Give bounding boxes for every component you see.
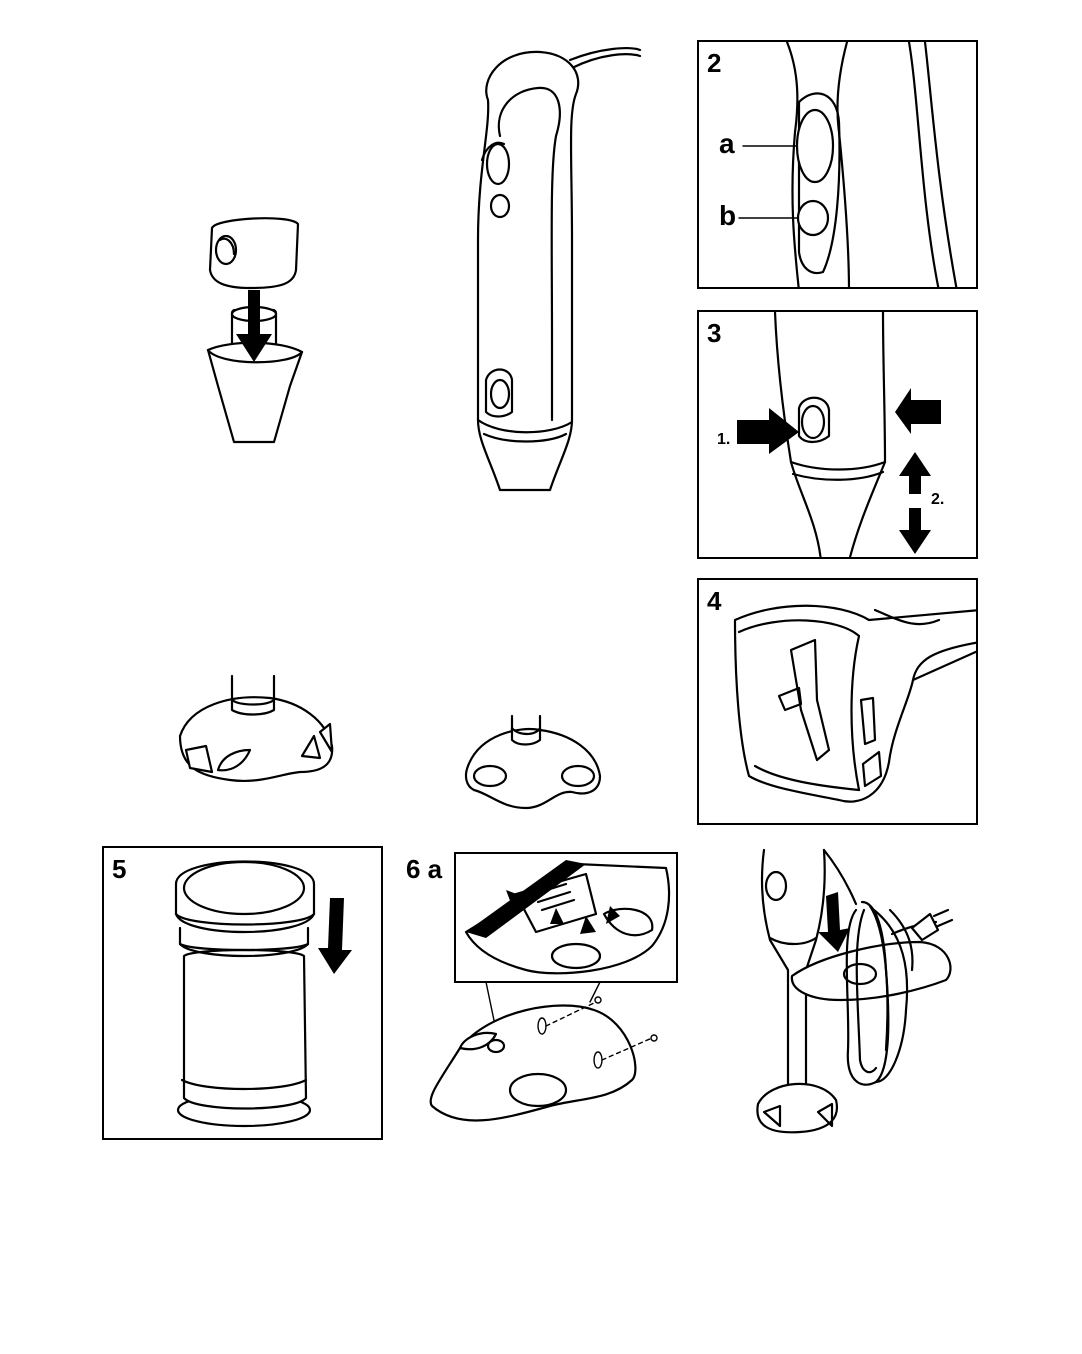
panel-5-number: 5 — [112, 856, 126, 882]
panel-3-number: 3 — [707, 320, 721, 346]
up-down-arrow-icon — [899, 452, 931, 494]
panel-4: 4 — [697, 578, 978, 825]
panel-2: 2 a b — [697, 40, 978, 289]
figure-wall-mount-detail — [456, 854, 678, 983]
figure-blade-cover — [699, 580, 978, 825]
figure-blade-guard-front — [460, 716, 610, 816]
panel-5: 5 — [102, 846, 383, 1140]
panel-6a-number: 6 a — [406, 856, 442, 882]
down-arrow-icon — [318, 898, 352, 974]
figure-attach-shaft — [190, 210, 320, 450]
step-2-label: 2. — [931, 492, 944, 508]
press-arrow-icon — [895, 388, 941, 434]
figure-wall-mount — [420, 980, 680, 1140]
figure-hand-blender — [460, 40, 650, 500]
step-1-label: 1. — [717, 432, 730, 448]
figure-beaker-lid — [104, 848, 383, 1140]
panel-4-number: 4 — [707, 588, 721, 614]
panel-3: 3 1. 2. — [697, 310, 978, 559]
figure-blade-guard-side — [170, 676, 340, 786]
figure-release-shaft — [699, 312, 978, 559]
panel-2-number: 2 — [707, 50, 721, 76]
figure-storage — [740, 850, 970, 1140]
figure-buttons — [699, 42, 978, 289]
callout-b: b — [719, 202, 736, 230]
up-down-arrow-icon — [899, 508, 931, 554]
callout-a: a — [719, 130, 735, 158]
panel-6a-detail — [454, 852, 678, 983]
